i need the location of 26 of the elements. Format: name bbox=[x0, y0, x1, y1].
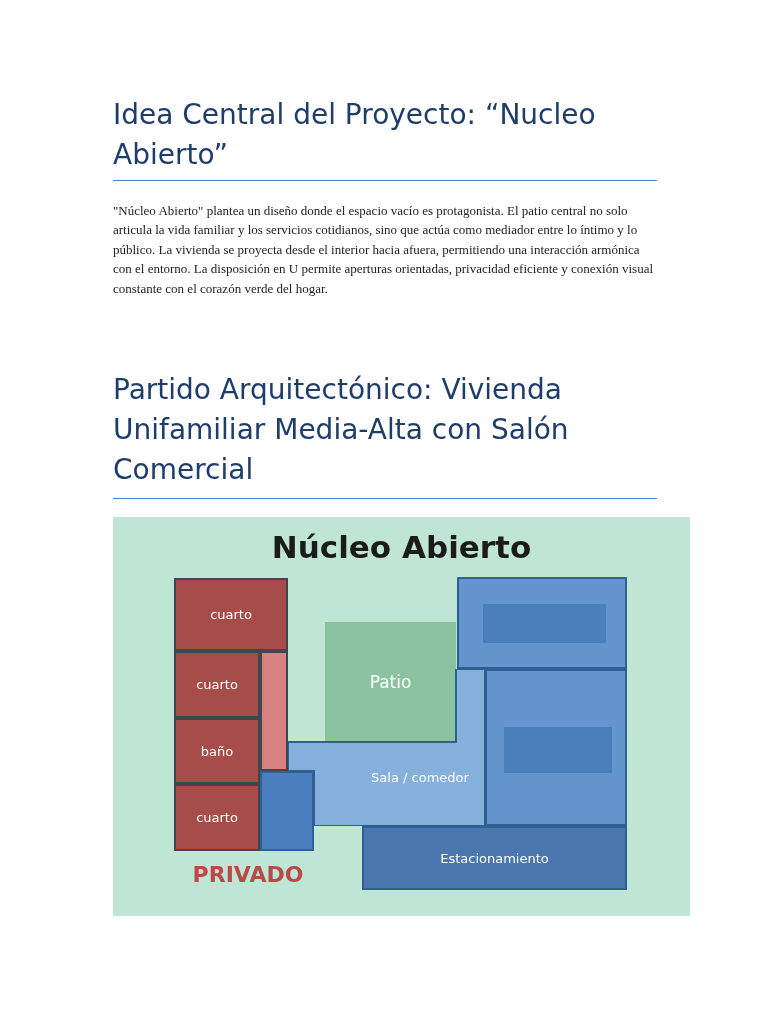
heading: Partido Arquitectónico: Vivienda Unifamiliar Media-Alta con Salón Comercial bbox=[113, 372, 570, 488]
living-dining-area bbox=[288, 669, 485, 826]
inner-block bbox=[504, 727, 612, 773]
room-label: cuarto bbox=[210, 607, 252, 622]
room-label: Estacionamiento bbox=[440, 850, 549, 866]
room-label: cuarto bbox=[196, 810, 238, 825]
room bbox=[457, 577, 627, 669]
room-label: Patio bbox=[369, 672, 412, 692]
paragraph: "Núcleo Abierto" plantea un diseño donde el espacio vacío es protagonista. El patio central no solo articula la vida familiar y los servicios cotidianos, sino que actúa como mediador entre lo íntimo y lo público. La vivienda se proyecta desde el interior hacia afuera, permitiendo una interacción armónica con el entorno. La disposición en U permite aperturas orientadas, privacidad eficiente y conexión visual constante con el corazón verde del hogar. bbox=[113, 202, 655, 298]
corridor bbox=[260, 651, 288, 771]
heading: Idea Central del Proyecto: “Nucleo Abierto” bbox=[113, 97, 597, 173]
parking bbox=[362, 826, 627, 890]
room bbox=[174, 578, 288, 651]
floor-plan-panel bbox=[113, 517, 690, 916]
room bbox=[174, 718, 260, 784]
inner-block bbox=[483, 604, 606, 643]
room bbox=[260, 771, 314, 851]
room bbox=[174, 784, 260, 851]
room-label: baño bbox=[200, 743, 234, 759]
patio bbox=[325, 622, 456, 742]
room-label: cuarto bbox=[196, 677, 238, 692]
zone-label: PRIVADO bbox=[191, 862, 305, 887]
plan-title: Núcleo Abierto bbox=[271, 529, 532, 565]
room-label: Sala / comedor bbox=[370, 770, 470, 785]
room bbox=[485, 669, 627, 826]
room bbox=[174, 651, 260, 718]
